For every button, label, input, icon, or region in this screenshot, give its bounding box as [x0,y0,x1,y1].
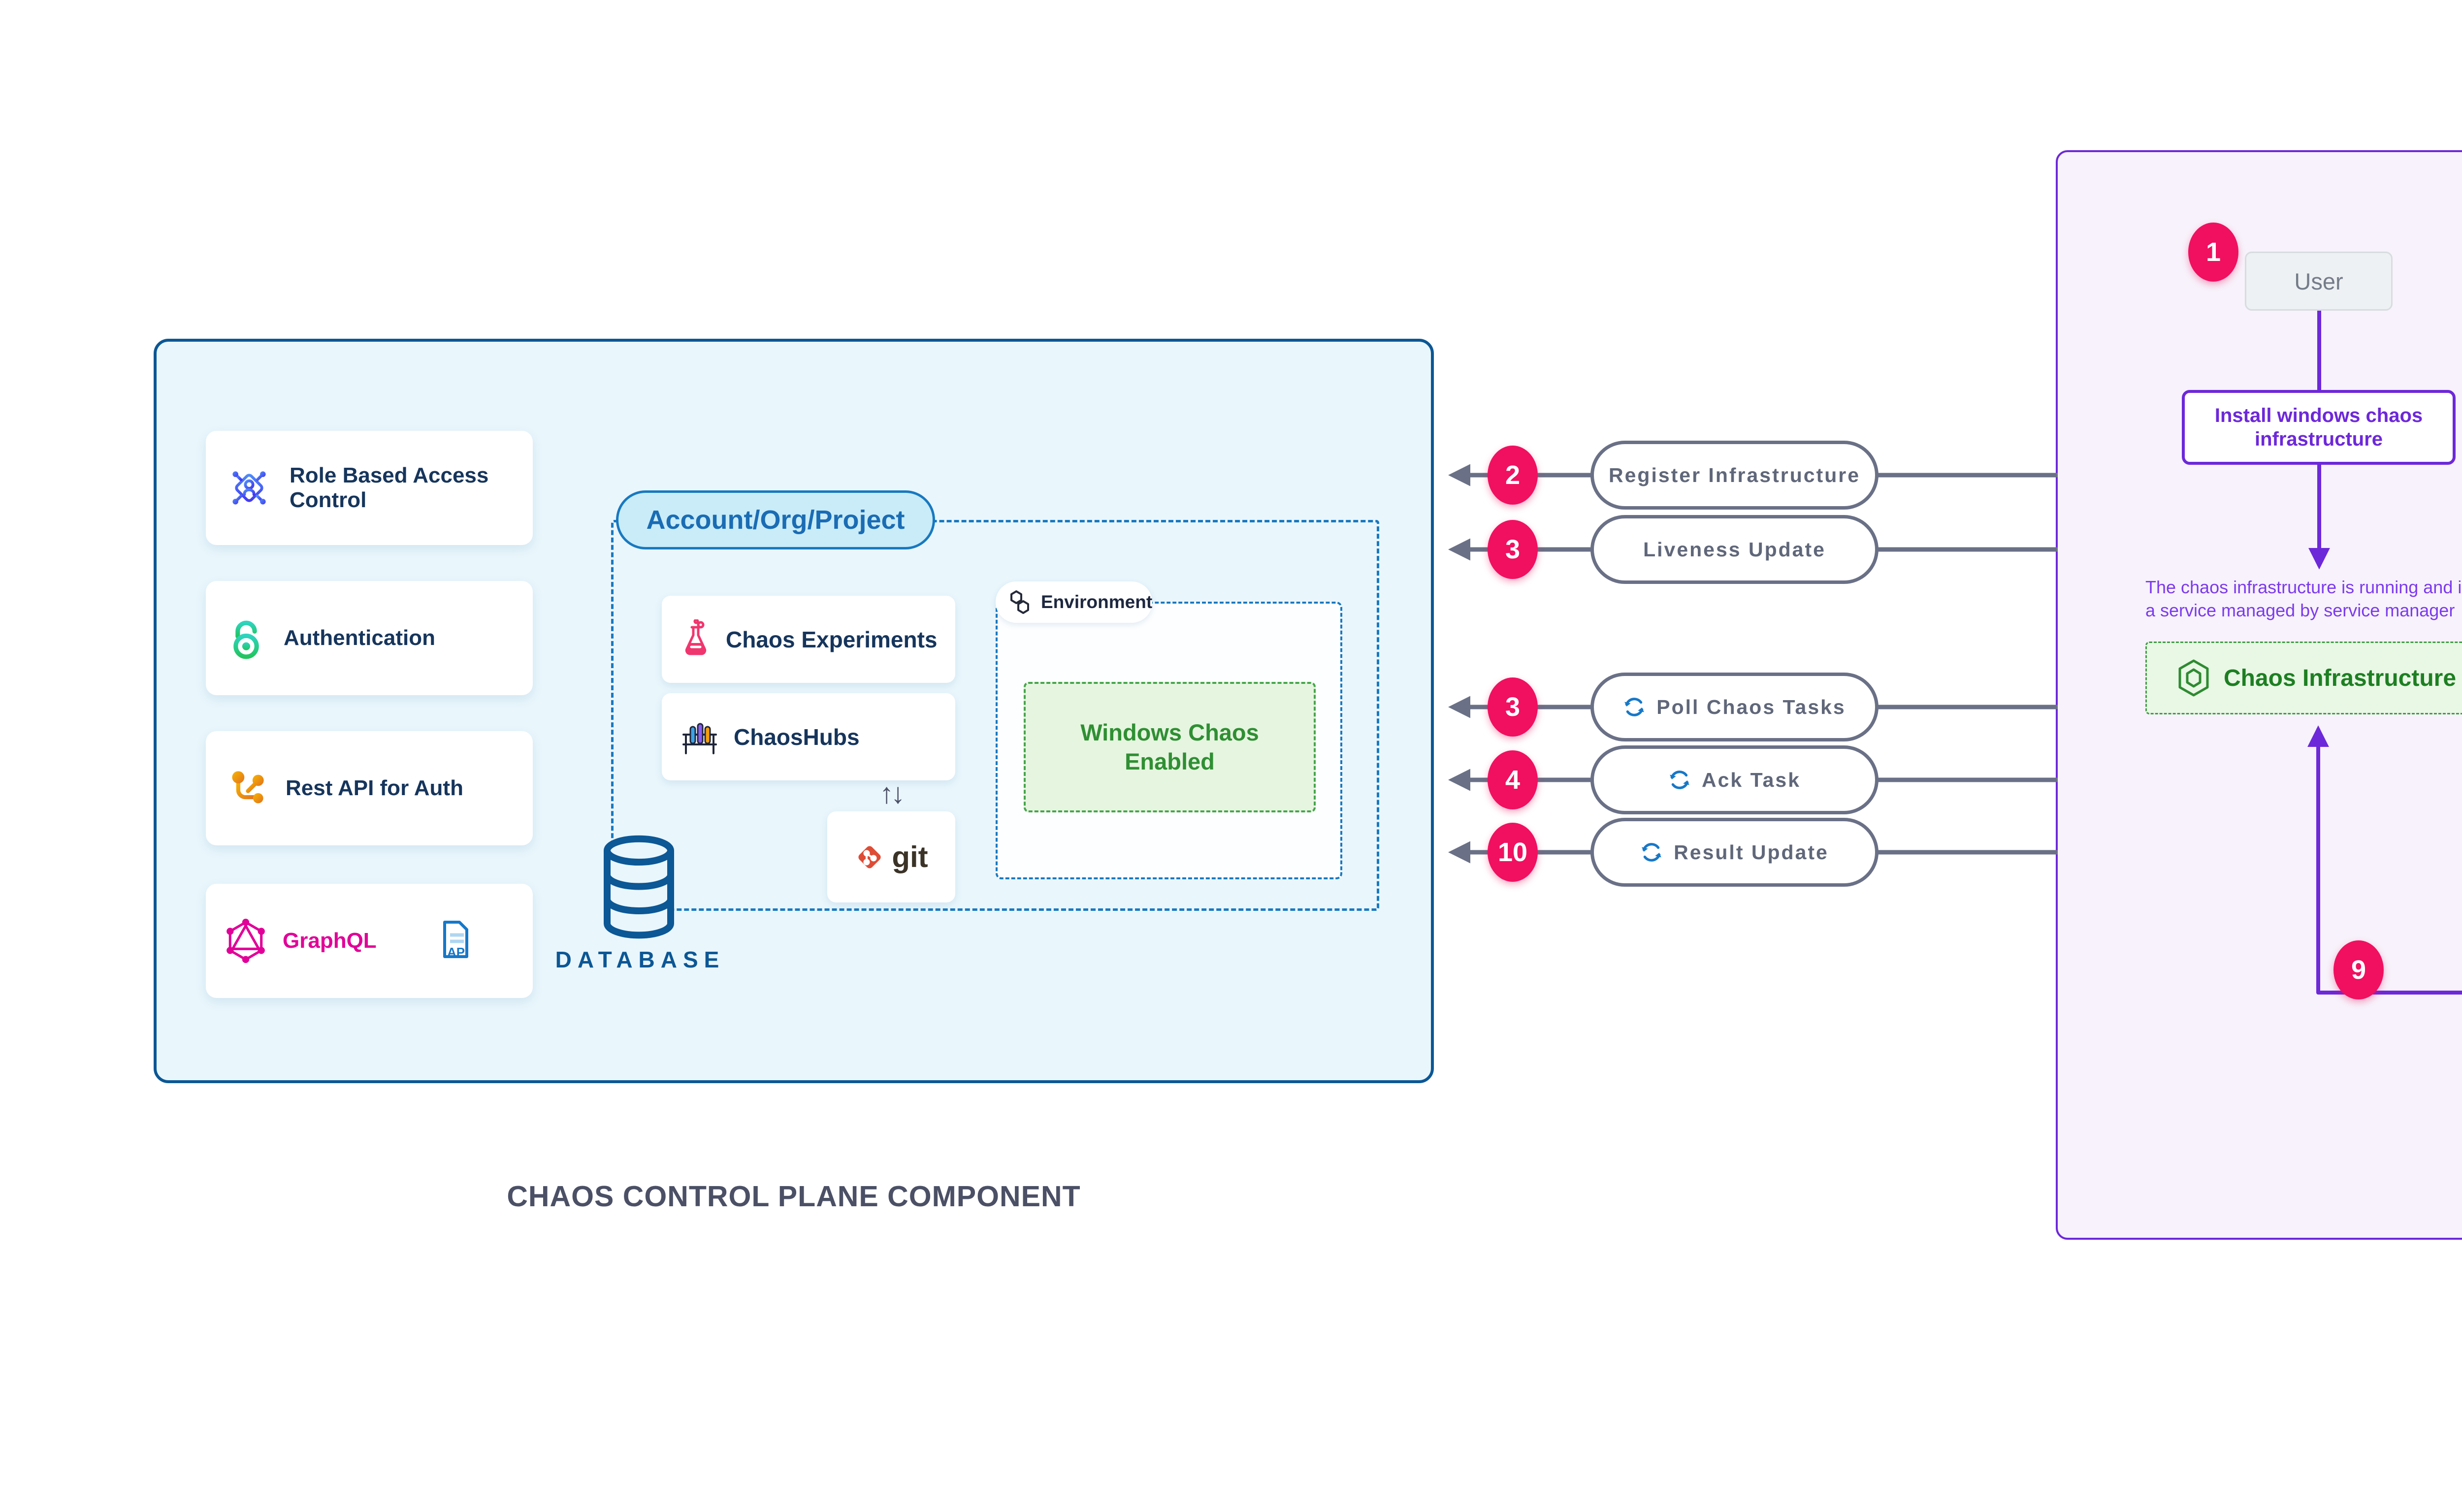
liveness-update-label: Liveness Update [1643,538,1826,561]
environment-label: Environment [1041,592,1153,612]
windows-chaos-enabled-box: Windows Chaos Enabled [1024,682,1316,812]
auth-lock-icon [233,620,259,659]
authentication-label: Authentication [284,626,435,650]
chaoshubs-label: ChaosHubs [734,724,860,750]
result-update-pill: Result Update [1590,818,1879,887]
chaos-infrastructure-label: Chaos Infrastructure [2223,665,2457,691]
install-infra-box: Install windows chaos infrastructure [2182,390,2456,465]
test-tube-rack-icon [682,723,717,754]
step-1-badge: 1 [2188,223,2238,282]
infra-running-note: The chaos infrastructure is running and … [2145,577,2462,620]
chaos-experiments-label: Chaos Experiments [726,626,938,652]
poll-chaos-tasks-pill: Poll Chaos Tasks [1590,673,1879,741]
user-label: User [2294,268,2343,294]
user-box: User [2245,252,2393,311]
sync-icon [1624,698,1645,716]
graphql-label: GraphQL [283,929,377,953]
chaoshubs-card: ChaosHubs [662,693,955,780]
sync-icon [1642,843,1662,862]
step-3-badge: 3 [1488,520,1538,579]
rest-api-card: Rest API for Auth [206,731,533,845]
git-card: git [827,811,955,902]
database-label: DATABASE [555,947,725,972]
poll-chaos-tasks-label: Poll Chaos Tasks [1656,695,1846,718]
execution-plane-title: CHAOS EXECUTION PLANE COMPONENT [2356,1329,2462,1363]
control-plane-title: CHAOS CONTROL PLANE COMPONENT [507,1180,1081,1213]
chaos-infrastructure-box: Chaos Infrastructure [2145,642,2462,714]
git-sync-arrows: ↑↓ [879,777,905,809]
result-update-label: Result Update [1674,840,1829,864]
liveness-update-pill: Liveness Update [1590,515,1879,584]
ack-task-pill: Ack Task [1590,745,1879,814]
graphql-icon [227,919,265,963]
chaos-experiments-card: Chaos Experiments [662,596,955,683]
step-4-badge: 4 [1488,750,1538,809]
git-label: git [892,840,928,873]
flask-icon [685,619,707,655]
account-org-project-container [611,520,1379,911]
git-icon [858,845,881,869]
account-org-project-pill: Account/Org/Project [616,490,935,549]
register-infrastructure-pill: Register Infrastructure [1590,441,1879,510]
graphql-card: GraphQL API [206,884,533,998]
account-org-project-label: Account/Org/Project [646,505,905,535]
step-3b-badge: 3 [1488,677,1538,737]
install-infra-label: Install windows chaos infrastructure [2214,405,2423,450]
sync-icon [1670,771,1689,789]
step-2-badge: 2 [1488,446,1538,505]
rest-api-label: Rest API for Auth [286,776,463,800]
rbac-icon [232,471,266,505]
api-document-icon: API [443,921,468,960]
environment-pill: Environment [996,581,1152,623]
step-9-badge: 9 [2333,940,2384,999]
database-icon [604,835,674,939]
ack-task-label: Ack Task [1701,768,1801,791]
windows-chaos-enabled-label: Windows Chaos Enabled [1080,719,1259,774]
step-10-badge: 10 [1488,823,1538,882]
rbac-label: Role Based Access Control [290,463,489,512]
hexagons-icon [1010,590,1029,614]
register-infrastructure-label: Register Infrastructure [1608,463,1860,486]
rest-api-icon [232,771,264,804]
rbac-card: Role Based Access Control [206,431,533,545]
authentication-card: Authentication [206,581,533,695]
chaos-infrastructure-icon [2178,659,2209,697]
api-text: API [447,945,468,960]
